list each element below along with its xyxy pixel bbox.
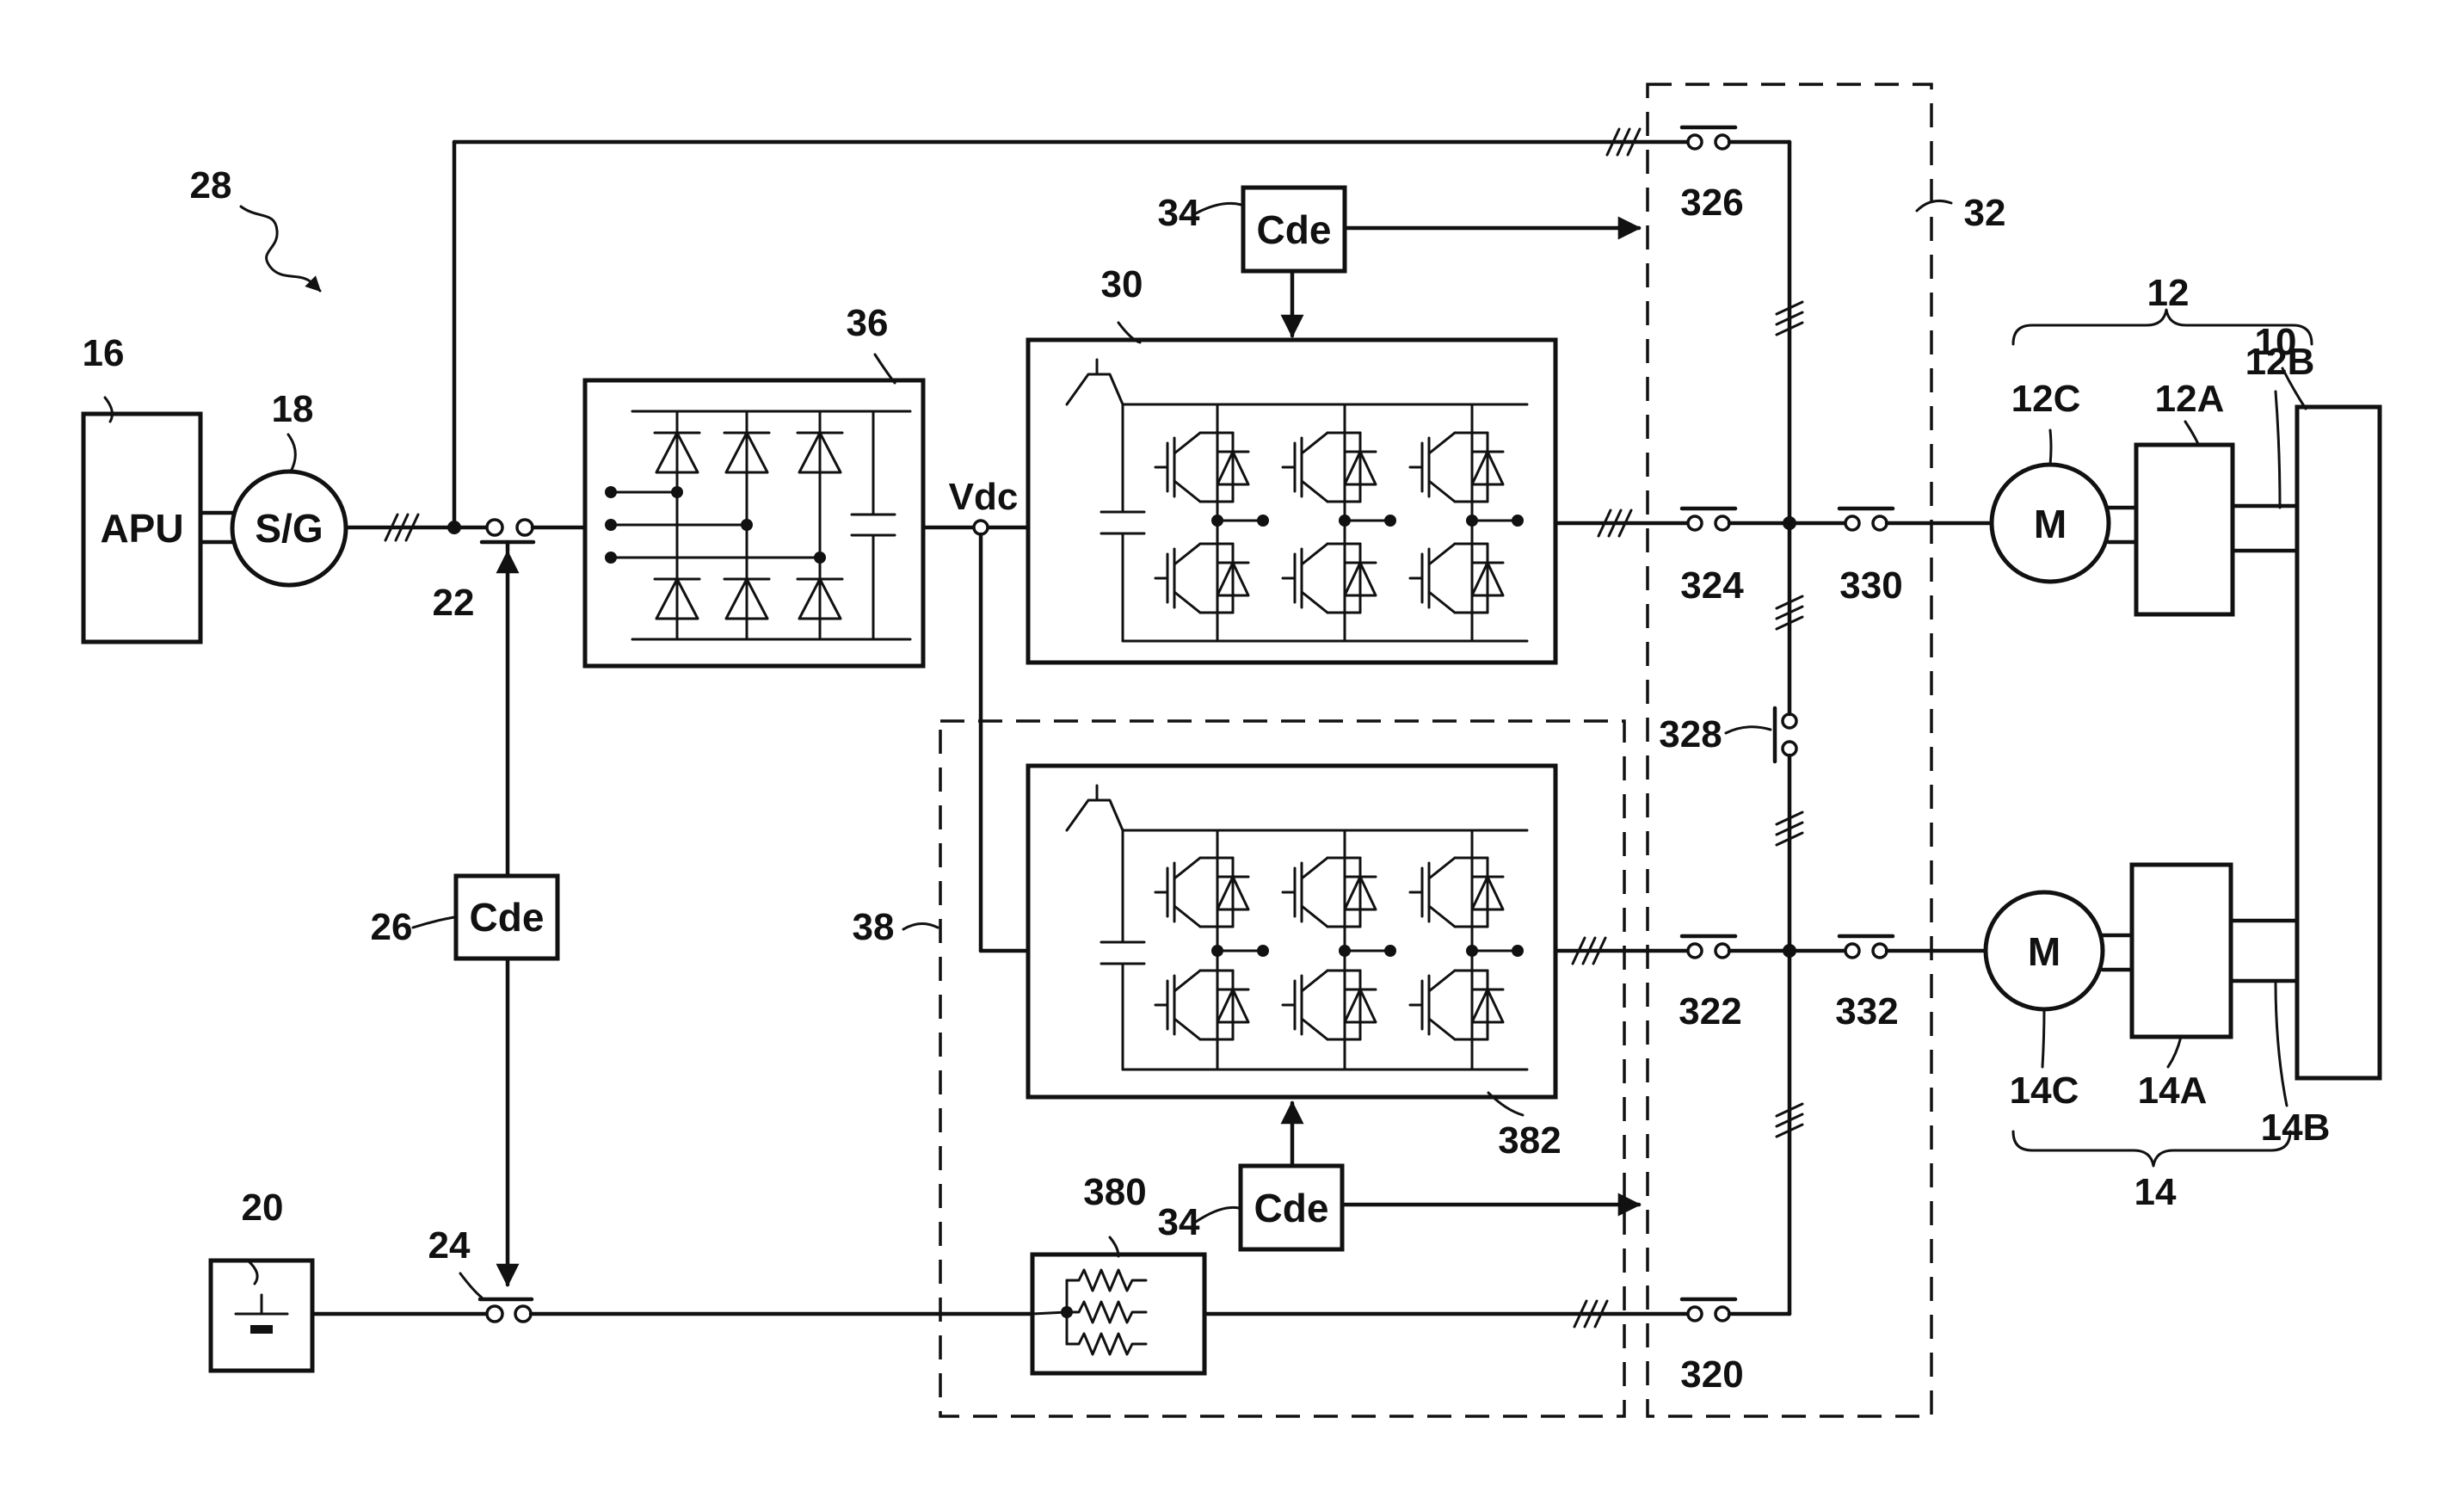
inverter-382 — [1028, 766, 1555, 1097]
resistor-output-line — [1204, 1301, 1688, 1327]
apu-label: APU — [100, 506, 183, 551]
ref-34-top: 34 — [1158, 192, 1200, 234]
ref-26: 26 — [371, 906, 413, 948]
inverter-382-output — [1555, 938, 1688, 964]
brace-14 — [2013, 1131, 2290, 1166]
actuator-12a — [2136, 445, 2233, 614]
ref-328: 328 — [1659, 713, 1722, 755]
ref-32: 32 — [1964, 192, 2006, 234]
contactor-332 — [1839, 936, 1986, 958]
contactor-330 — [1839, 509, 1992, 530]
actuator-14a — [2132, 865, 2231, 1037]
ref-380: 380 — [1083, 1171, 1146, 1213]
ref-14: 14 — [2134, 1171, 2177, 1213]
control-34-top-label: Cde — [1257, 207, 1332, 252]
control-34-bottom-label: Cde — [1254, 1186, 1329, 1230]
motor-14c-label: M — [2028, 929, 2061, 974]
arrow-28 — [241, 207, 320, 291]
ref-332: 332 — [1835, 990, 1898, 1033]
contactor-322 — [1682, 936, 1845, 958]
ref-12b: 12B — [2245, 341, 2315, 383]
ref-22: 22 — [433, 582, 475, 624]
starter-generator-label: S/G — [255, 506, 323, 551]
control-26-label: Cde — [470, 895, 545, 940]
ref-320: 320 — [1680, 1353, 1743, 1396]
contactor-328 — [1775, 708, 1796, 761]
controlled-element-10 — [2297, 407, 2380, 1078]
battery-feed-line — [312, 1299, 1032, 1322]
ref-14b: 14B — [2261, 1107, 2331, 1149]
inverter-30-output — [1555, 510, 1688, 536]
ref-12c: 12C — [2011, 378, 2081, 420]
ref-18: 18 — [272, 388, 314, 430]
ref-324: 324 — [1680, 564, 1744, 607]
generator-feed-line — [346, 515, 585, 551]
ref-24: 24 — [428, 1224, 471, 1267]
ref-36: 36 — [847, 302, 889, 344]
ref-20: 20 — [242, 1187, 284, 1229]
battery-block — [211, 1261, 312, 1371]
ref-12a: 12A — [2155, 378, 2225, 420]
ref-322: 322 — [1679, 990, 1741, 1033]
ref-382: 382 — [1498, 1119, 1561, 1162]
motor-12c-label: M — [2034, 502, 2067, 546]
ref-34-bottom: 34 — [1158, 1201, 1200, 1243]
ref-30: 30 — [1101, 263, 1143, 305]
vdc-label: Vdc — [949, 476, 1019, 518]
contactor-320 — [1682, 1299, 1789, 1321]
ref-38: 38 — [853, 906, 895, 948]
contactor-324 — [1682, 509, 1845, 530]
ref-14a: 14A — [2138, 1070, 2208, 1112]
contactor-326 — [1682, 127, 1789, 149]
ref-326: 326 — [1680, 182, 1743, 224]
ref-12: 12 — [2147, 272, 2190, 314]
ref-28: 28 — [190, 164, 232, 207]
ref-14c: 14C — [2010, 1070, 2079, 1112]
ref-330: 330 — [1839, 564, 1902, 607]
ref-16: 16 — [83, 332, 125, 374]
